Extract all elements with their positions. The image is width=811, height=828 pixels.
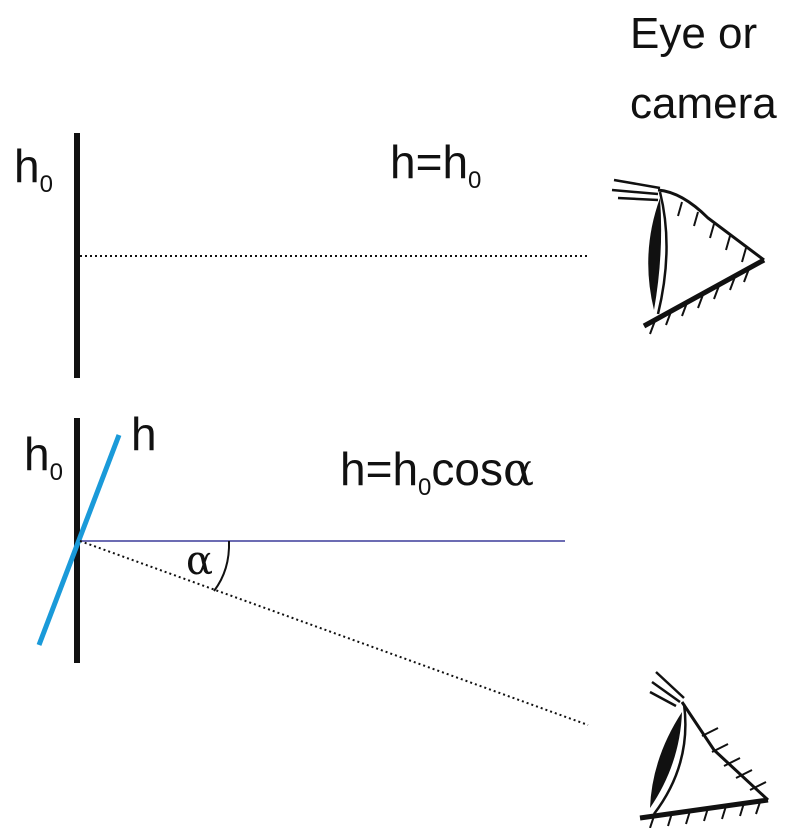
top-equation: h=h0: [390, 136, 481, 194]
bottom-equation: h=h0cosα: [340, 442, 534, 501]
caption-line-1: Eye or: [630, 9, 757, 58]
caption-line-2: camera: [630, 79, 777, 128]
bottom-sight-line: [79, 540, 589, 726]
angle-arc: [213, 540, 231, 592]
tilted-object-label: h: [131, 408, 157, 460]
eye-icon: [639, 671, 770, 828]
angle-label: α: [186, 538, 213, 584]
tilted-object-line: [36, 434, 122, 646]
top-object-label: h0: [14, 140, 53, 198]
bottom-object-label: h0: [24, 428, 63, 486]
eye-icon: [611, 178, 766, 335]
top-panel: h0 h=h0: [14, 133, 766, 378]
bottom-panel: h0 h h=h0cosα α: [24, 408, 770, 828]
